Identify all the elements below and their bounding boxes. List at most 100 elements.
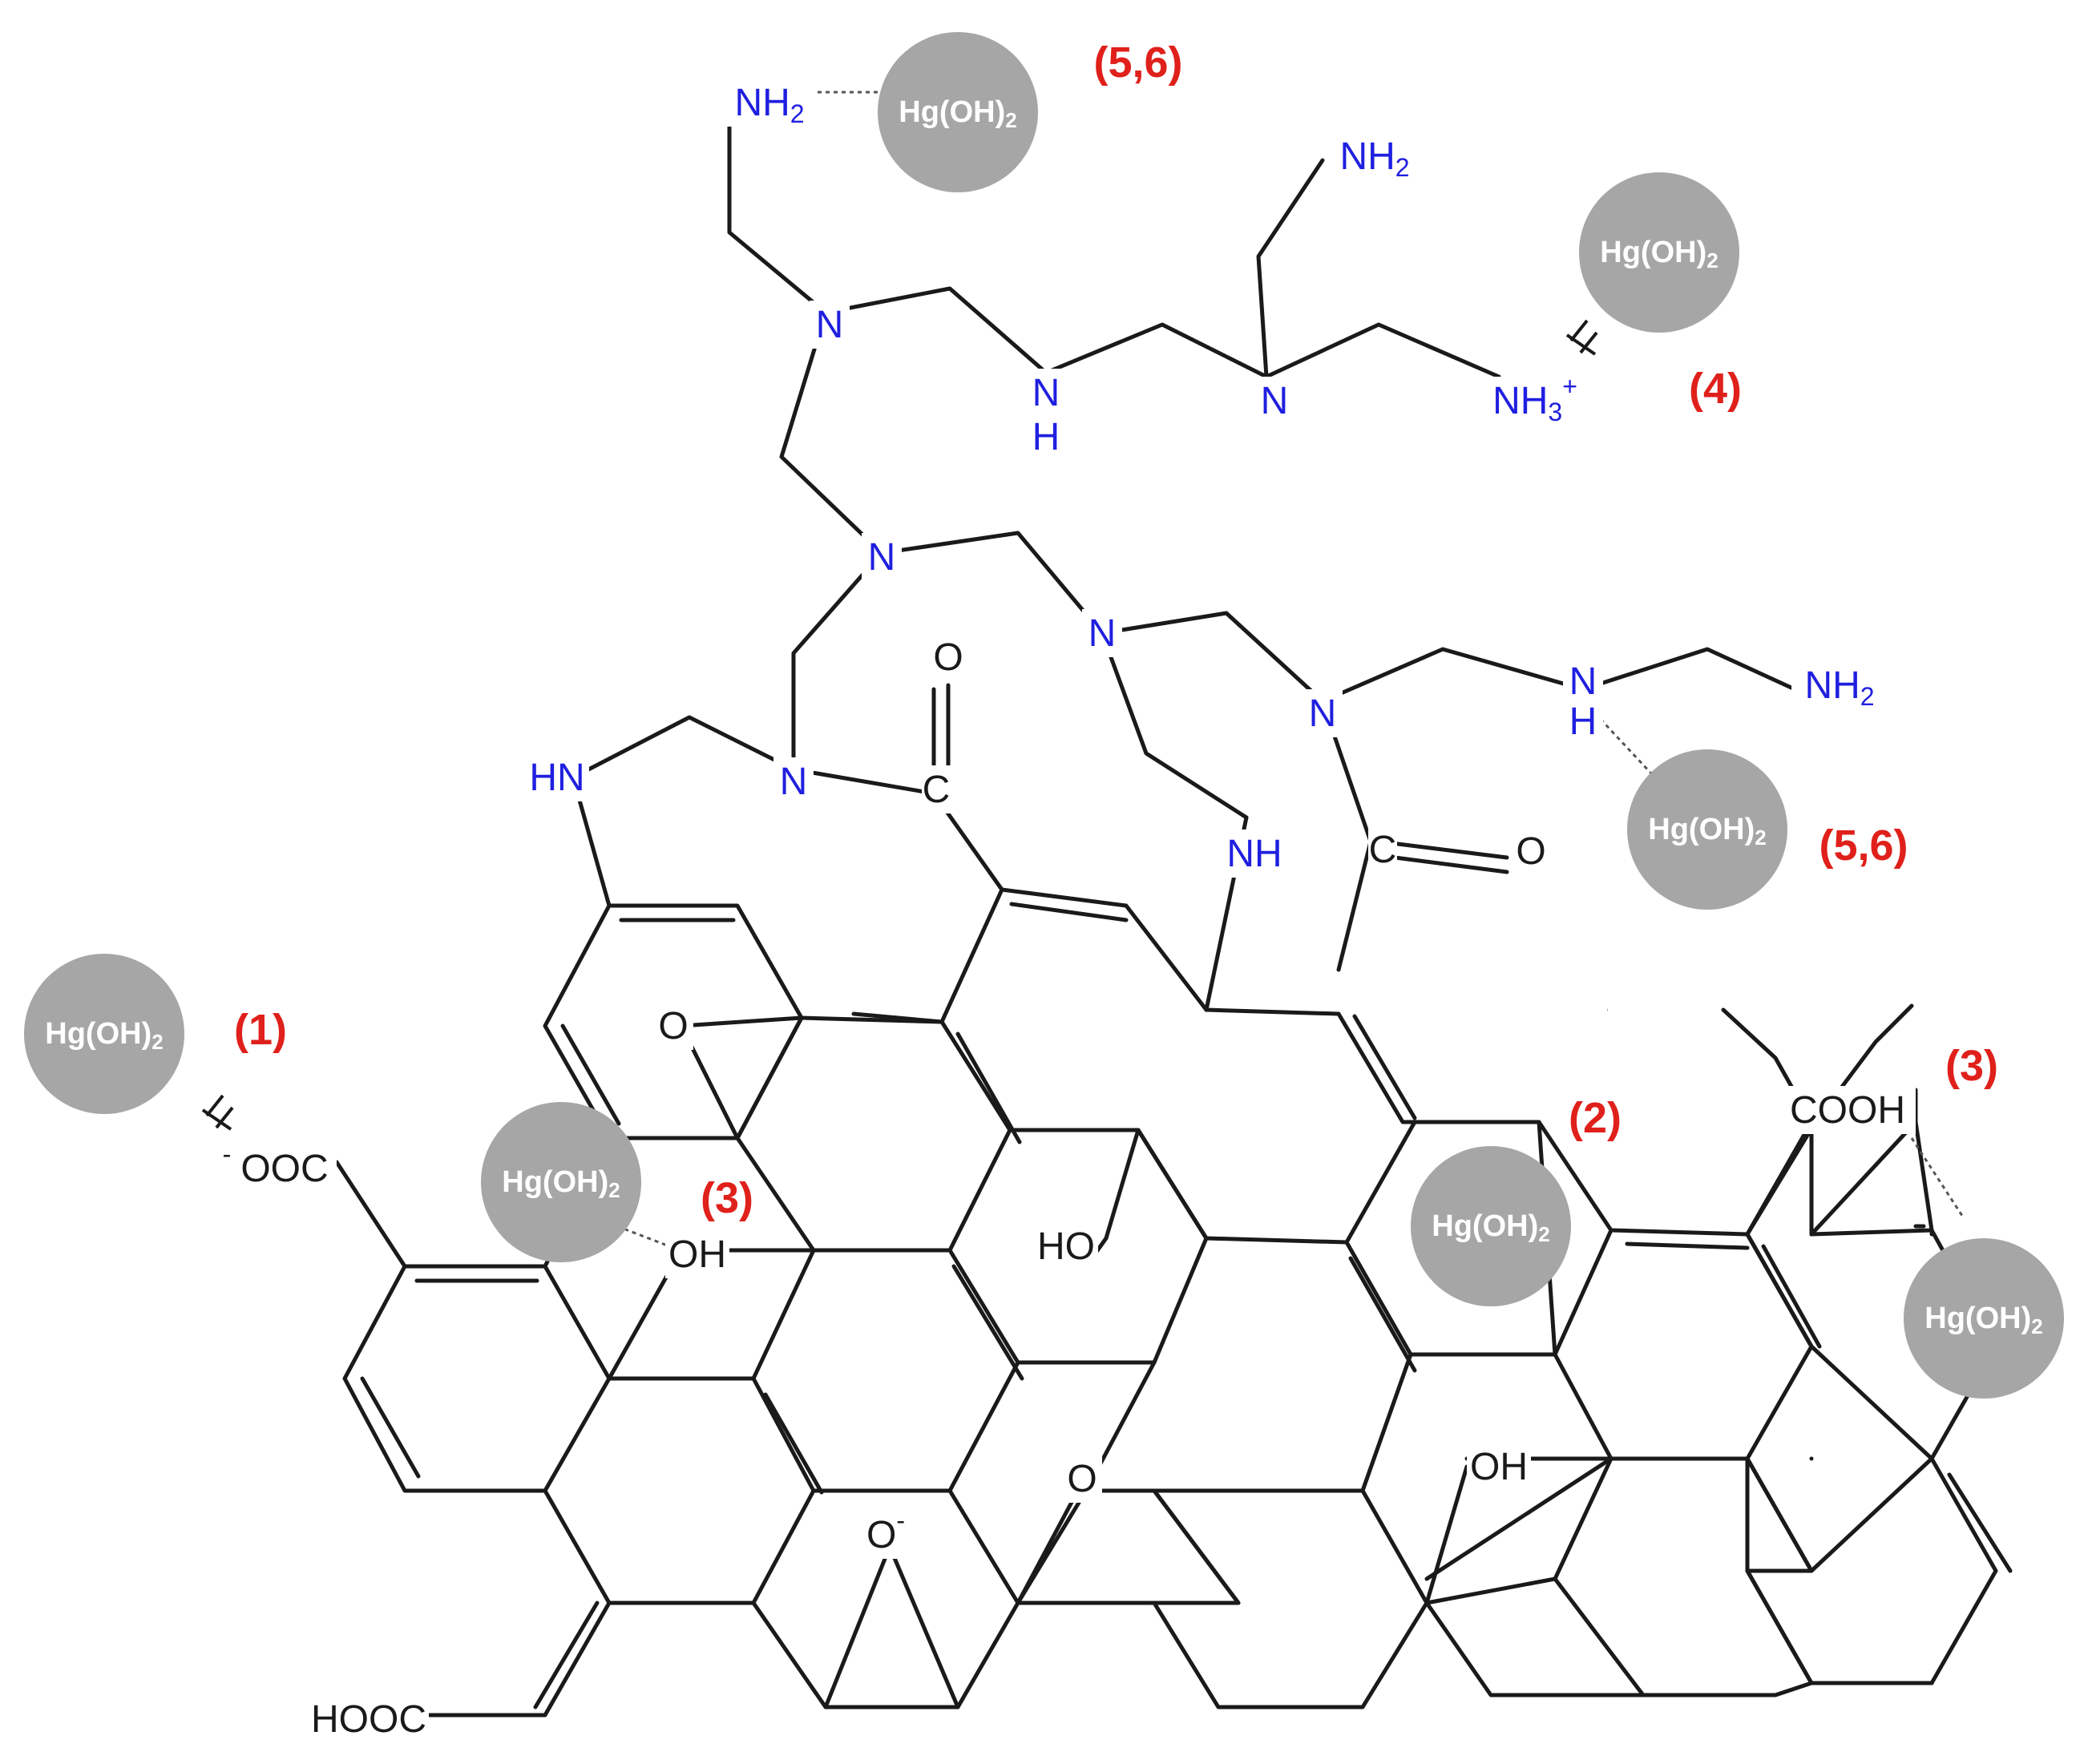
atom-nh-right-n-symbol: N: [1569, 660, 1597, 703]
atom-nh-right-h: H: [1569, 700, 1597, 743]
atom-nh-ring-mask: [1222, 830, 1286, 878]
atom-cooh-symbol: COOH: [1790, 1089, 1905, 1132]
no-interaction-marks: [201, 319, 1598, 1131]
atom-o-carbonyl2-symbol: O: [1516, 830, 1545, 873]
hg-upper-right-subscript: 2: [1706, 248, 1718, 272]
atom-n-center-symbol: N: [868, 536, 896, 579]
hg-oh2-species: Hg(OH)2Hg(OH)2Hg(OH)2Hg(OH)2Hg(OH)2Hg(OH…: [24, 32, 2064, 1399]
atom-oh2-symbol: OH: [1470, 1446, 1528, 1488]
atom-nh-top-n: N: [1032, 372, 1060, 414]
atom-c-carbonyl1-mask: [922, 765, 951, 813]
atom-o-carbonyl2-mask: [1511, 827, 1551, 875]
atom-n-right1-mask: [1082, 609, 1122, 657]
hg-center-right-symbol: Hg(OH): [1432, 1209, 1538, 1243]
atom-nh2-mid-symbol: NH: [1339, 135, 1395, 178]
atom-n-right2: N: [1309, 692, 1337, 735]
atom-o-epoxide2-symbol: O: [1067, 1458, 1097, 1500]
atom-cooh: COOH: [1790, 1089, 1905, 1132]
hg-center-right-subscript: 2: [1538, 1222, 1549, 1246]
atom-n-mid-right-symbol: N: [1261, 380, 1289, 422]
atom-nh3-subscript: 3: [1548, 398, 1562, 426]
atom-ho1-mask: [1034, 1222, 1098, 1270]
atom-n-mid-right: N: [1261, 380, 1289, 422]
atom-n-center: N: [868, 536, 896, 579]
atom-n-right2-symbol: N: [1309, 692, 1337, 735]
hg-right-mid-label: Hg(OH)2: [1648, 813, 1766, 850]
hg-center-left-label: Hg(OH)2: [502, 1165, 620, 1202]
atom-c-carbonyl2-symbol: C: [1369, 829, 1397, 871]
label-site-56-right: (5,6): [1819, 821, 1908, 870]
atom-nh-right-h-mask: [1563, 697, 1603, 745]
atom-oh1: OH: [668, 1233, 726, 1276]
atom-nh-top-h-symbol: H: [1032, 416, 1060, 458]
atom-o-epoxide2-mask: [1062, 1455, 1102, 1503]
hg-right-mid-subscript: 2: [1755, 825, 1766, 850]
atom-ho1: HO: [1037, 1225, 1095, 1268]
atom-nh2-mid-subscript: 2: [1395, 153, 1410, 182]
hg-upper-right-circle: [1579, 172, 1739, 333]
atom-hn-left: HN: [529, 757, 584, 799]
atom-c-carbonyl2: C: [1369, 829, 1397, 871]
atom-o-epoxide1-mask: [653, 1002, 693, 1050]
hg-center-right-circle: [1411, 1146, 1571, 1306]
atom-nh2-right-mask: [1791, 661, 1888, 709]
label-site-56-top: (5,6): [1093, 38, 1182, 87]
atom-nh2-mid: NH2: [1339, 135, 1409, 183]
atom-o-minus: O-: [866, 1506, 905, 1556]
hg-far-right: Hg(OH)2: [1904, 1238, 2064, 1399]
atom-nh3-symbol: NH: [1492, 380, 1548, 422]
atom-n-amide1-mask: [773, 757, 814, 805]
label-site-3-right: (3): [1945, 1042, 1998, 1090]
label-site-1: (1): [234, 1006, 287, 1054]
atom-nh2-top-mask: [721, 79, 818, 127]
hg-left-subscript: 2: [151, 1030, 163, 1054]
atom-nh-top-n-symbol: N: [1032, 372, 1060, 414]
atom-nh3-superscript: +: [1562, 372, 1577, 401]
label-site-4: (4): [1689, 365, 1742, 413]
atom-o-carbonyl2: O: [1516, 830, 1545, 873]
atom-hooc: HOOC: [311, 1698, 426, 1741]
hg-center-left-circle: [481, 1102, 641, 1262]
hg-top-label: Hg(OH)2: [899, 95, 1016, 132]
site-labels: (5,6)(4)(5,6)(1)(2)(3)(3): [234, 38, 1998, 1222]
hg-left-circle: [24, 954, 184, 1114]
atom-nh2-mid-mask: [1327, 132, 1423, 180]
atom-hooc-symbol: HOOC: [311, 1698, 426, 1741]
hg-far-right-circle: [1904, 1238, 2064, 1399]
atom-nh-right-n: N: [1569, 660, 1597, 703]
atom-n-right2-mask: [1302, 689, 1343, 737]
atom-ho1-symbol: HO: [1037, 1225, 1095, 1268]
atom-n-top-mask: [810, 301, 850, 349]
atom-n-amide1: N: [780, 761, 808, 803]
hg-right-mid-circle: [1627, 749, 1787, 910]
atom-nh2-top-subscript: 2: [790, 99, 805, 128]
bond-network: [334, 110, 2013, 1718]
hg-top-symbol: Hg(OH): [899, 95, 1005, 129]
atom-nh2-top-symbol: NH: [734, 82, 790, 124]
hg-left: Hg(OH)2: [24, 954, 184, 1114]
atom-nh-right-h-symbol: H: [1569, 700, 1597, 743]
interaction-lines: [616, 91, 1965, 1248]
label-site-2: (2): [1569, 1094, 1622, 1142]
atom-c-carbonyl2-mask: [1368, 825, 1397, 874]
hg-top-circle: [878, 32, 1038, 192]
atom-n-right1: N: [1088, 612, 1117, 655]
hg-upper-right-label: Hg(OH)2: [1600, 236, 1718, 272]
atom-n-amide1-symbol: N: [780, 761, 808, 803]
atom-nh-ring-symbol: NH: [1226, 833, 1282, 875]
atom-cooh-mask: [1779, 1086, 1916, 1134]
atom-o-carbonyl1: O: [933, 636, 963, 679]
atom-n-right1-symbol: N: [1088, 612, 1117, 655]
atom-o-carbonyl1-mask: [928, 633, 968, 681]
atom-nh2-right-symbol: NH: [1804, 664, 1860, 707]
hg-center-left-subscript: 2: [608, 1178, 620, 1202]
atom-hooc-mask: [309, 1695, 429, 1743]
atom-nh2-right-subscript: 2: [1860, 682, 1875, 711]
atom-nh-ring: NH: [1226, 833, 1282, 875]
atom-c-carbonyl1-symbol: C: [923, 769, 951, 811]
atom-o-minus-symbol: O: [866, 1514, 896, 1556]
hg-far-right-symbol: Hg(OH): [1924, 1302, 2031, 1335]
atom-o-minus-superscript: -: [896, 1506, 905, 1535]
atom-oh2-mask: [1467, 1443, 1531, 1491]
